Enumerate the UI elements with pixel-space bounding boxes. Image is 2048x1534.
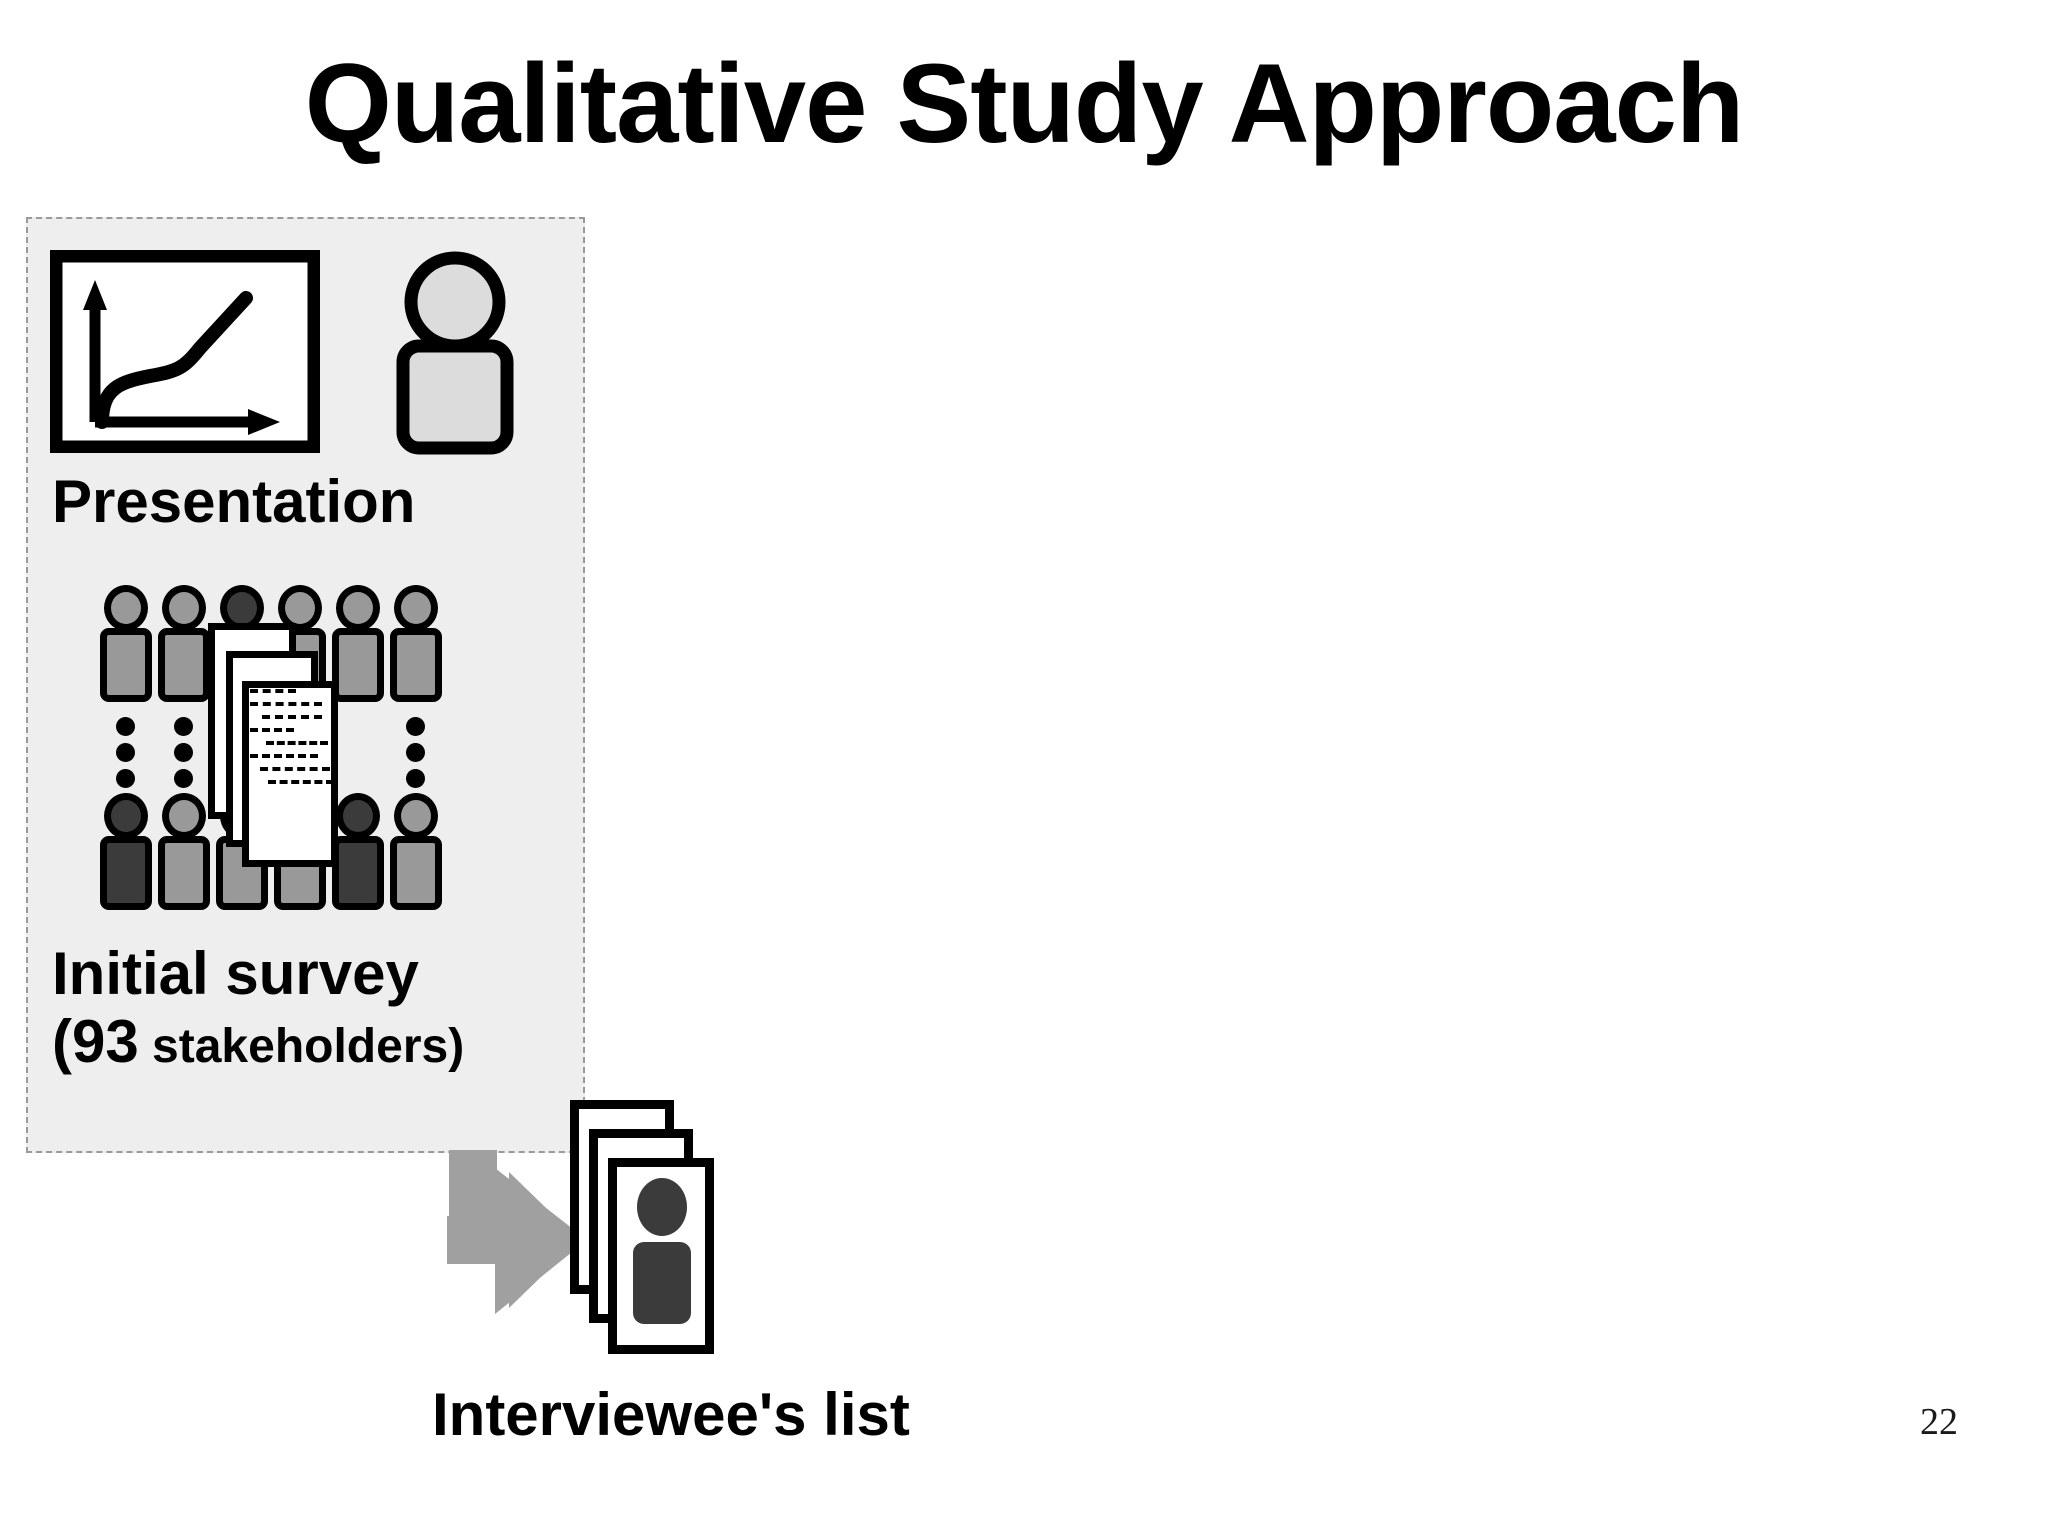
presentation-group — [50, 250, 514, 455]
person-body — [332, 836, 384, 910]
crowd-person — [332, 585, 384, 702]
crowd-person — [390, 793, 442, 910]
page-title: Qualitative Study Approach — [304, 41, 1745, 166]
crowd-person — [100, 585, 152, 702]
person-head — [394, 793, 438, 839]
interviewee-label: Interviewee's list — [432, 1381, 910, 1448]
person-body — [158, 836, 210, 910]
person-body — [100, 628, 152, 702]
person-head — [394, 585, 438, 631]
person-head — [162, 585, 206, 631]
person-body — [633, 1242, 691, 1324]
person-body — [390, 628, 442, 702]
crowd-group — [100, 585, 460, 910]
person-icon — [396, 251, 514, 455]
person-body — [390, 836, 442, 910]
interviewee-card-stack — [570, 1100, 750, 1370]
bent-arrow-down-right-icon — [447, 1148, 587, 1314]
survey-count: (93 — [52, 1008, 139, 1075]
person-body — [158, 628, 210, 702]
page-number: 22 — [1920, 1401, 1958, 1443]
person-head — [637, 1178, 687, 1236]
survey-sheet-front — [242, 681, 338, 867]
crowd-person — [158, 793, 210, 910]
crowd-person — [158, 585, 210, 702]
survey-label-line2: stakeholders) — [138, 1020, 465, 1073]
survey-label: Initial survey (93 stakeholders) — [52, 940, 464, 1092]
person-head — [104, 585, 148, 631]
crowd-person — [332, 793, 384, 910]
person-head — [336, 793, 380, 839]
crowd-person — [100, 793, 152, 910]
person-head — [104, 793, 148, 839]
person-silhouette-icon — [632, 1178, 692, 1330]
person-head — [162, 793, 206, 839]
presentation-label: Presentation — [52, 468, 416, 535]
person-head — [336, 585, 380, 631]
chart-board-icon — [50, 250, 320, 453]
person-body — [332, 628, 384, 702]
person-body — [100, 836, 152, 910]
crowd-person — [390, 585, 442, 702]
survey-label-line1: Initial survey — [52, 940, 419, 1007]
survey-sheet-text-lines — [250, 689, 336, 869]
